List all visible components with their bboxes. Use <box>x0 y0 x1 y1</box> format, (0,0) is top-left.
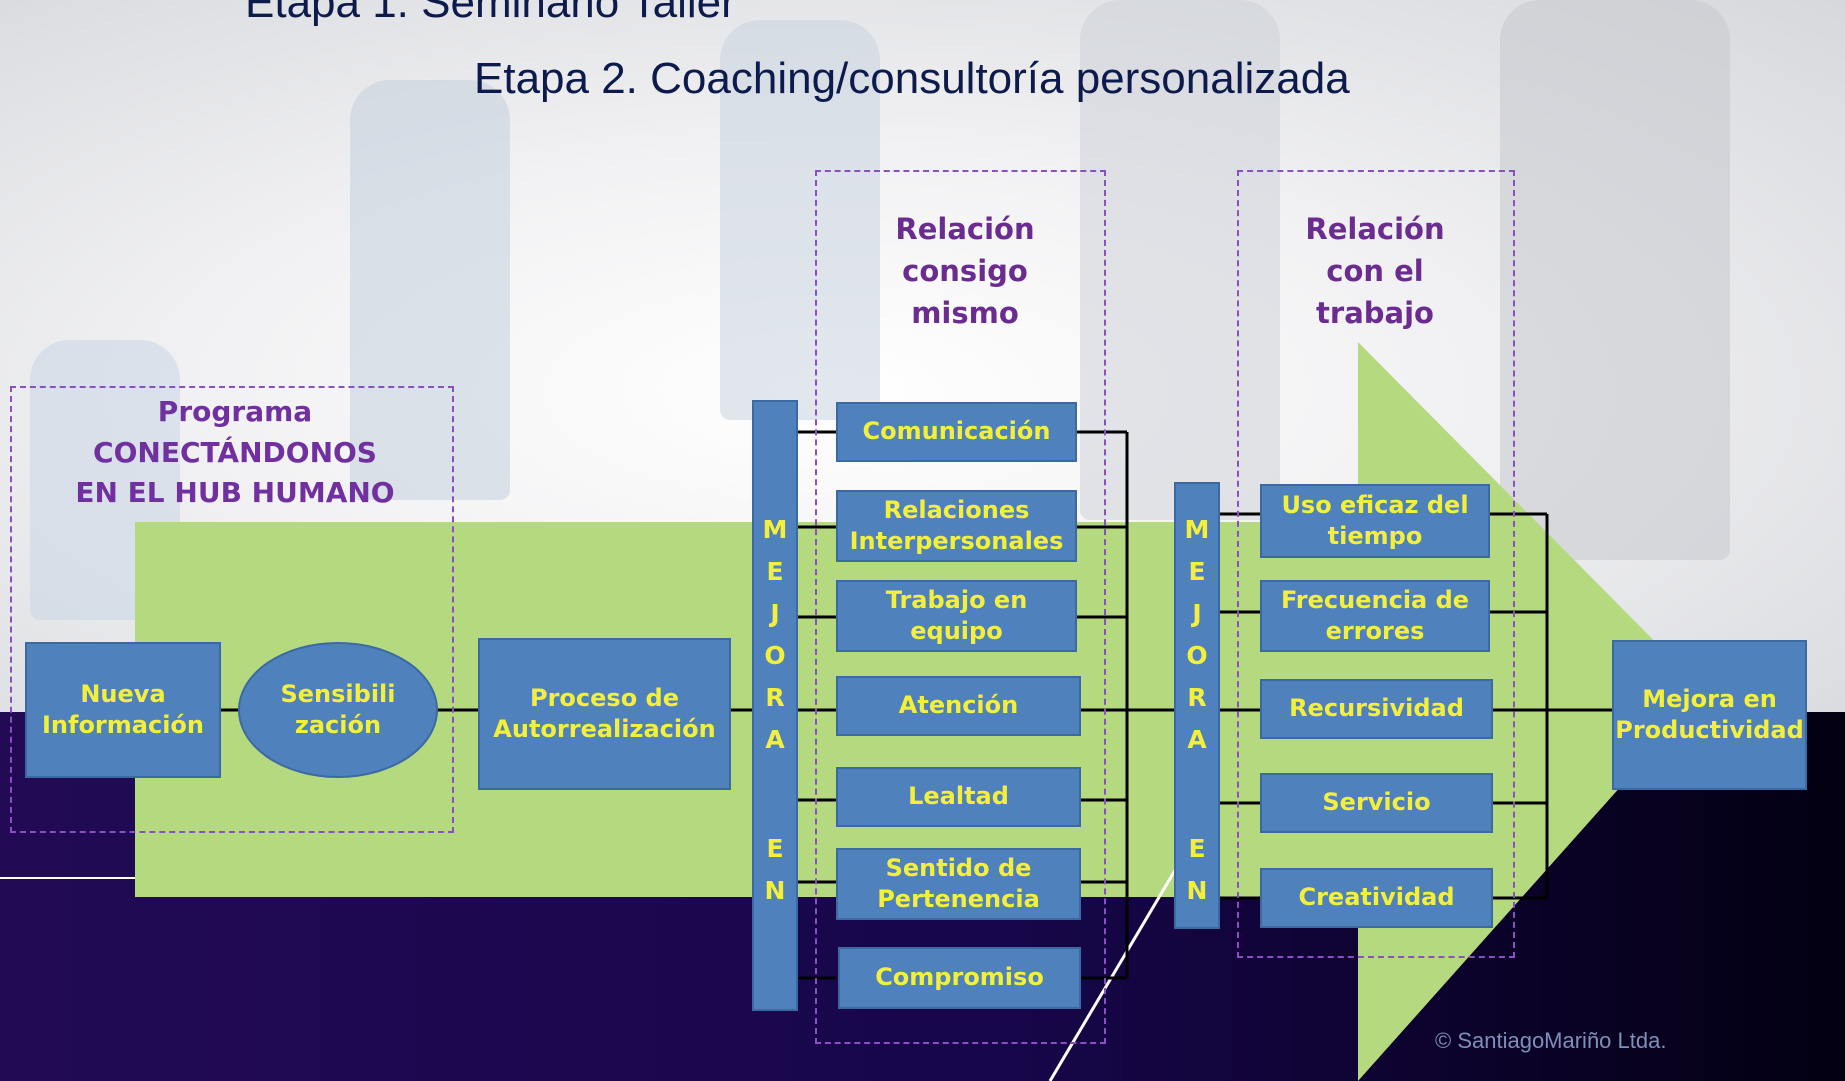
box-line: Trabajo en <box>885 585 1028 614</box>
box-line: Atención <box>898 691 1019 720</box>
mejoran-letter: R <box>765 683 785 712</box>
mejoran-letter: O <box>764 641 786 670</box>
walking-figure-3 <box>720 20 880 420</box>
title-line: mismo <box>911 296 1019 331</box>
title-line: Relación <box>1305 212 1445 246</box>
walking-figure-5 <box>1500 0 1730 560</box>
mejoran-letter: A <box>1187 725 1207 754</box>
box-line: Sentido de <box>885 853 1032 882</box>
box-line: Comunicación <box>862 417 1051 446</box>
connectors <box>220 430 1612 980</box>
stage1-label: Etapa 1. Seminario Taller <box>245 0 736 27</box>
atencion-box: Atención <box>836 676 1081 736</box>
programa-title-line: Programa <box>157 395 313 428</box>
box-line: Lealtad <box>908 782 1009 811</box>
programa-title: Programa CONECTÁNDONOS EN EL HUB HUMANO <box>40 392 430 514</box>
box-line: Servicio <box>1322 788 1431 817</box>
programa-title-line: CONECTÁNDONOS <box>93 435 377 469</box>
box-line: zación <box>294 711 382 739</box>
mejoran-letter: M <box>1184 515 1210 544</box>
relacion-trabajo-dashed-frame <box>1237 170 1515 958</box>
box-line: errores <box>1325 617 1425 645</box>
compromiso-box: Compromiso <box>838 947 1081 1009</box>
mejoran-letter: N <box>1186 876 1208 905</box>
recursividad-box: Recursividad <box>1260 679 1493 739</box>
box-line: Nueva <box>80 679 166 708</box>
mejoran-letter: A <box>765 725 785 754</box>
mejoran-bar-2: M E J O R A E N <box>1174 482 1220 929</box>
mejoran-bar-1: M E J O R A E N <box>752 400 798 1011</box>
title-line: consigo <box>902 254 1028 289</box>
mejoran-letter: R <box>1187 683 1207 712</box>
box-line: Relaciones <box>883 495 1030 524</box>
proceso-autorrealizacion-box: Proceso de Autorrealización <box>478 638 731 790</box>
box-line: Uso eficaz del <box>1281 490 1469 519</box>
mejoran-letter: E <box>766 834 784 863</box>
relacion-consigo-title: Relación consigo mismo <box>840 208 1090 334</box>
box-line: equipo <box>910 617 1003 645</box>
box-line: Información <box>41 711 204 739</box>
title-line: trabajo <box>1316 296 1434 331</box>
programa-title-line: EN EL HUB HUMANO <box>75 476 395 510</box>
decorative-line <box>1048 844 1192 1081</box>
relacion-trabajo-title: Relación con el trabajo <box>1250 208 1500 334</box>
box-line: Mejora en <box>1642 684 1777 713</box>
stage2-label: Etapa 2. Coaching/consultoría personaliz… <box>474 54 1350 103</box>
box-line: Proceso de <box>529 683 679 712</box>
comunicacion-box: Comunicación <box>836 402 1077 462</box>
copyright-text: © SantiagoMariño Ltda. <box>1435 1028 1667 1053</box>
sensibilizacion-ellipse: Sensibili zación <box>238 642 438 778</box>
sentido-pertenencia-box: Sentido de Pertenencia <box>836 848 1081 920</box>
box-line: Recursividad <box>1289 694 1464 723</box>
mejoran-letter: E <box>766 557 784 586</box>
mejoran-letter: E <box>1188 557 1206 586</box>
mejoran-letter: J <box>770 599 780 628</box>
relacion-consigo-dashed-frame <box>815 170 1106 1044</box>
mejoran-letter: J <box>1192 599 1202 628</box>
mejoran-letter: M <box>762 515 788 544</box>
creatividad-box: Creatividad <box>1260 868 1493 928</box>
box-line: tiempo <box>1327 522 1423 550</box>
box-line: Interpersonales <box>849 527 1064 555</box>
walking-figure-2 <box>350 80 510 500</box>
box-line: Compromiso <box>875 963 1044 992</box>
mejora-productividad-box: Mejora en Productividad <box>1612 640 1807 790</box>
title-line: con el <box>1326 254 1424 289</box>
box-line: Frecuencia de <box>1280 585 1470 614</box>
mejoran-letter: O <box>1186 641 1208 670</box>
box-line: Sensibili <box>280 679 396 708</box>
servicio-box: Servicio <box>1260 773 1493 833</box>
mejoran-letter: E <box>1188 834 1206 863</box>
programa-dashed-frame <box>10 386 454 833</box>
mejoran-letter: N <box>764 876 786 905</box>
frecuencia-errores-box: Frecuencia de errores <box>1260 580 1490 652</box>
lealtad-box: Lealtad <box>836 767 1081 827</box>
trabajo-en-equipo-box: Trabajo en equipo <box>836 580 1077 652</box>
box-line: Productividad <box>1615 716 1804 744</box>
box-line: Autorrealización <box>493 715 716 743</box>
uso-eficaz-tiempo-box: Uso eficaz del tiempo <box>1260 484 1490 558</box>
box-line: Pertenencia <box>877 885 1040 913</box>
box-line: Creatividad <box>1298 883 1455 912</box>
title-line: Relación <box>895 212 1035 246</box>
